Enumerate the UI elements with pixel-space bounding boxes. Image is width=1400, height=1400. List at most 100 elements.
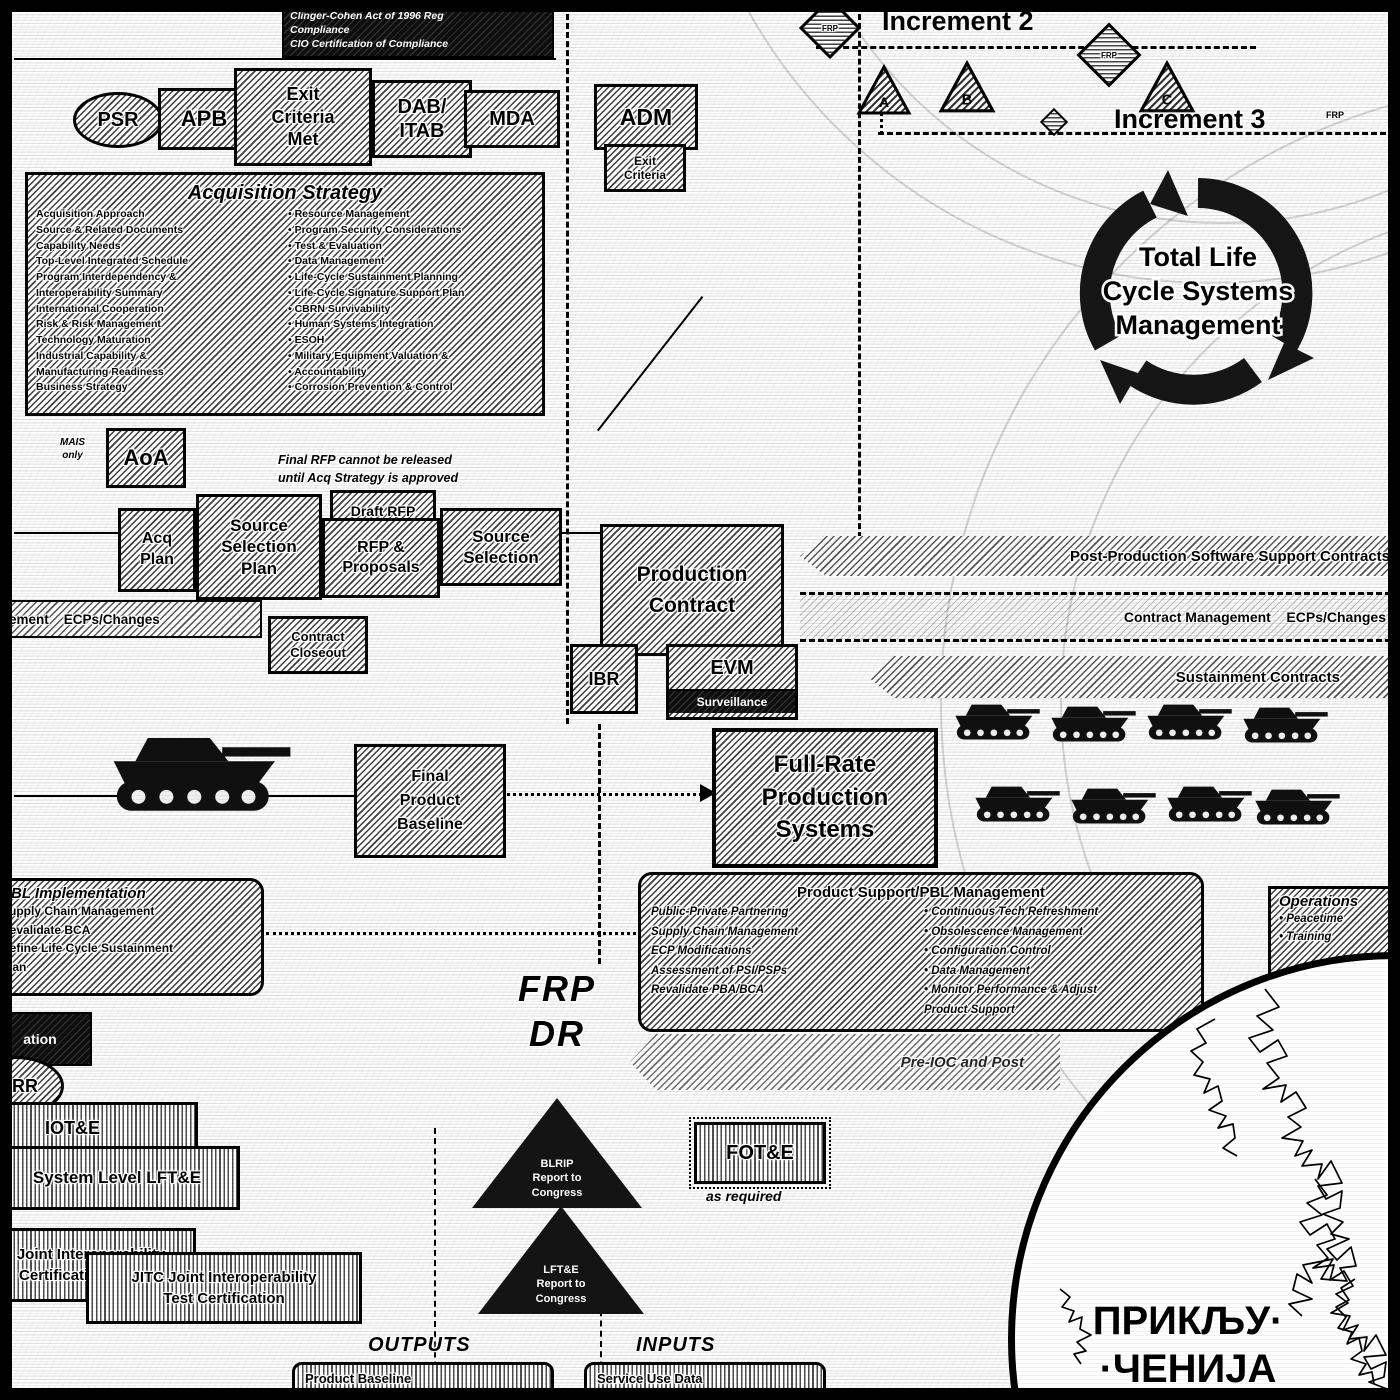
pbl-item: Supply Chain Management	[1, 904, 155, 918]
aoa-box: AoA	[106, 428, 186, 488]
pbl-item: Supply Chain Management	[651, 925, 798, 938]
outputs-bar-label: Product Baseline	[305, 1370, 412, 1386]
strategy-item: Source & Related Documents	[36, 223, 184, 236]
full-rate-production-label: Full-Rate Production Systems	[761, 751, 889, 844]
operations-item: Peacetime	[1279, 910, 1387, 928]
strategy-item: Business Strategy	[36, 381, 128, 394]
adm-box: ADM	[594, 84, 698, 150]
pbl-item: Continuous Tech Refreshment	[924, 903, 1191, 923]
acquisition-strategy-title: Acquisition Strategy	[187, 181, 383, 204]
phase-divider-dashed	[598, 724, 601, 964]
pbl-item: Monitor Performance & Adjust Product Sup…	[924, 981, 1191, 1020]
jitc-bar: JITC Joint Interoperability Test Certifi…	[86, 1252, 362, 1324]
compliance-box: Clinger-Cohen Act of 1996 Reg Compliance…	[282, 4, 554, 58]
contract-closeout-label: Contract Closeout	[290, 628, 346, 660]
horizontal-line	[14, 58, 556, 60]
tank-formation-icon	[955, 704, 1340, 825]
pbl-management-title: Product Support/PBL Management	[796, 883, 1046, 901]
adm-exit-criteria-box: Exit Criteria	[604, 144, 686, 192]
contract-closeout-box: Contract Closeout	[268, 616, 368, 674]
system-lfte-label: System Level LFT&E	[32, 1168, 202, 1187]
pbl-management-box: Product Support/PBL Management Public-Pr…	[638, 872, 1204, 1032]
exit-criteria-met-box: Exit Criteria Met	[234, 68, 372, 166]
otrr-label: RR	[12, 1075, 38, 1096]
system-lfte-bar: System Level LFT&E	[0, 1146, 240, 1210]
compliance-line: CIO Certification of Compliance	[290, 38, 449, 51]
strategy-item: ESOH	[288, 333, 534, 349]
strategy-item: Risk & Risk Management	[36, 318, 161, 331]
inset-caption-line: ·ЧЕНИЈА	[1099, 1347, 1277, 1391]
acq-plan-label: Acq Plan	[140, 530, 174, 568]
strategy-item: Military Equipment Valuation &	[288, 349, 534, 365]
fote-note: as required	[706, 1188, 782, 1204]
operations-title: Operations	[1279, 893, 1359, 910]
pbl-implementation-title: PBL Implementation	[1, 885, 146, 902]
frp-diamond-label: FRP	[1101, 50, 1117, 60]
production-contract-label: Production Contract	[636, 562, 748, 618]
pre-ioc-arrow: Pre-IOC and Post	[630, 1034, 1060, 1090]
pbl-item: Obsolescence Management	[924, 923, 1191, 943]
fote-box: FOT&E	[689, 1117, 831, 1189]
phase-divider-dashed	[858, 14, 861, 538]
strategy-item: Industrial Capability &	[36, 349, 147, 362]
aoa-label: AoA	[123, 445, 169, 470]
baseline-dotted-arrow	[502, 793, 702, 796]
phase-divider-dashed	[566, 14, 569, 724]
strategy-item: Program Security Considerations	[288, 223, 534, 239]
pbl-item: Revalidate BCA	[1, 922, 91, 937]
strategy-item: Corrosion Prevention & Control	[288, 380, 534, 396]
compliance-line: Clinger-Cohen Act of 1996 Reg	[290, 10, 444, 22]
iote-label: IOT&E	[45, 1117, 101, 1138]
milestone-a-triangle: A	[856, 64, 912, 115]
svg-text:C: C	[1162, 93, 1173, 109]
sustainment-contracts-bar: Sustainment Contracts	[868, 656, 1400, 698]
dab-itab-box: DAB/ ITAB	[372, 80, 472, 158]
strategy-item: Resource Management	[288, 207, 534, 223]
bottom-dashed-line	[600, 1300, 602, 1388]
svg-text:B: B	[962, 93, 972, 109]
final-product-baseline-box: Final Product Baseline	[354, 744, 506, 858]
mais-only-note: MAIS only	[60, 437, 85, 461]
svg-text:Management: Management	[1115, 310, 1280, 340]
inputs-bar-label: Service Use Data	[597, 1370, 703, 1386]
strategy-item: Top-Level Integrated Schedule	[36, 255, 189, 268]
increment3-label: Increment 3	[1114, 104, 1266, 134]
increment2-dashed-line	[816, 46, 1256, 49]
source-selection-box: Source Selection	[440, 508, 562, 586]
svg-text:Total Life: Total Life	[1139, 242, 1257, 272]
mda-label: MDA	[489, 107, 535, 130]
strategy-item: Acquisition Approach	[36, 208, 145, 220]
source-selection-plan-box: Source Selection Plan	[196, 494, 322, 600]
strategy-item: Life-Cycle Signature Support Plan	[288, 286, 534, 302]
strategy-item: CBRN Survivability	[288, 302, 534, 318]
inputs-label: INPUTS	[636, 1334, 716, 1356]
dab-itab-label: DAB/ ITAB	[397, 96, 447, 142]
strategy-item: Data Management	[288, 254, 534, 270]
pbl-item: ECP Modifications	[651, 945, 752, 958]
source-selection-plan-label: Source Selection Plan	[221, 516, 297, 578]
surveillance-strip: Surveillance	[669, 689, 795, 713]
lfte-report-triangle: LFT&E Report to Congress	[478, 1206, 644, 1314]
strategy-item: Human Systems Integration	[288, 317, 534, 333]
post-production-label: Post-Production Software Support Contrac…	[1069, 547, 1390, 565]
adm-exit-criteria-label: Exit Criteria	[623, 153, 667, 182]
strategy-item: Interoperability Summary	[36, 286, 163, 299]
source-selection-label: Source Selection	[463, 526, 539, 567]
milestone-b-triangle: B	[938, 60, 996, 113]
strategy-item: Manufacturing Readiness	[36, 365, 164, 378]
evm-surveillance-box: EVM Surveillance	[666, 644, 798, 720]
rfp-proposals-box: RFP & Proposals	[322, 518, 440, 598]
tank-icon	[113, 737, 291, 811]
frp-small-label: FRP	[1326, 110, 1344, 120]
inputs-bar: Service Use Data	[584, 1362, 826, 1394]
strategy-item: Accountability	[288, 365, 534, 381]
iote-bar: IOT&E	[0, 1102, 198, 1154]
scribble-graphic	[1059, 988, 1388, 1400]
exit-criteria-met-label: Exit Criteria Met	[271, 84, 335, 150]
svg-text:A: A	[879, 94, 889, 110]
bottom-dashed-line	[434, 1128, 436, 1388]
strategy-item: International Cooperation	[36, 302, 164, 315]
strategy-item: Program Interdependency &	[36, 271, 177, 283]
